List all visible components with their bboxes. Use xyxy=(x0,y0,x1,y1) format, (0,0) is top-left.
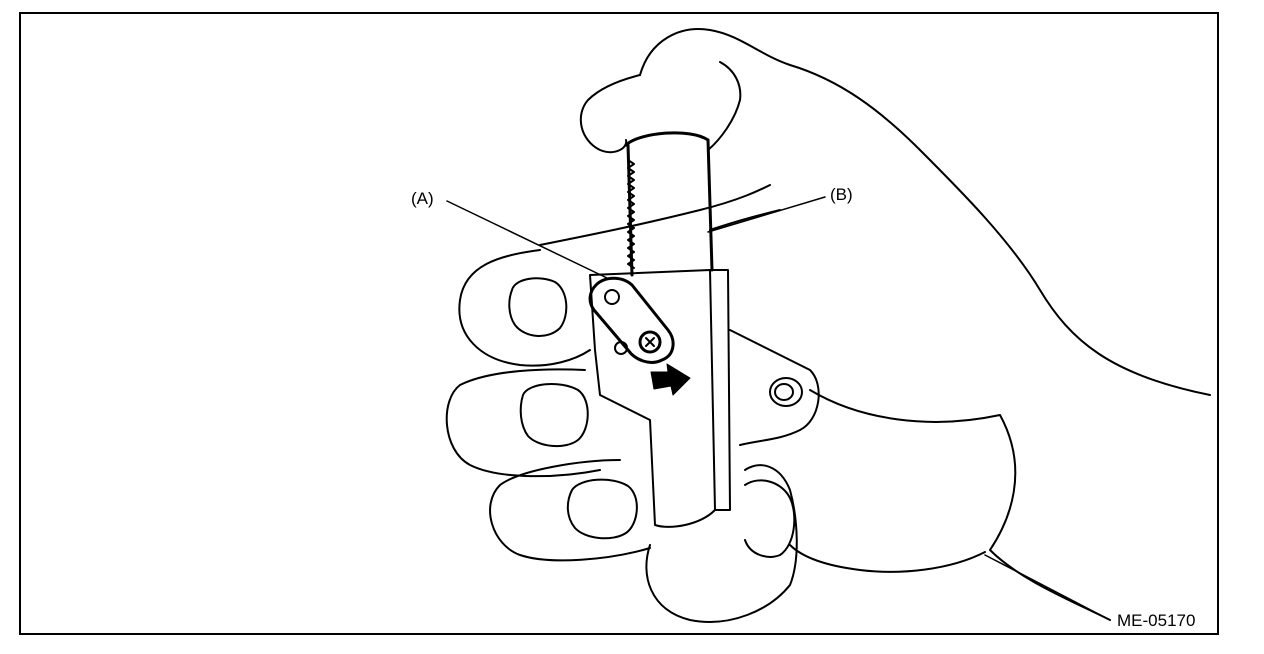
mount-hole-inner xyxy=(774,383,794,401)
finger-1-nail xyxy=(508,277,568,337)
palm-crease xyxy=(539,184,771,246)
lower-hole xyxy=(614,341,628,355)
stopper-plate xyxy=(588,276,675,364)
finger-4 xyxy=(645,464,798,623)
tensioner-body-side xyxy=(709,269,731,511)
hand-outline xyxy=(639,28,1211,396)
stopper-pin xyxy=(638,330,662,354)
tensioner-rod xyxy=(626,138,714,277)
diagram-frame xyxy=(19,12,1219,635)
thumb-knuckle xyxy=(707,61,742,151)
finger-2-nail xyxy=(519,383,589,448)
rod-thread xyxy=(627,159,635,269)
hand-lower-outline xyxy=(809,389,1111,621)
thumb-outline xyxy=(579,74,641,154)
leader-line-a xyxy=(446,200,608,279)
finger-4-nail xyxy=(744,479,796,558)
callout-a-label: (A) xyxy=(411,189,434,208)
mount-hole xyxy=(769,377,803,407)
tensioner-rod-top xyxy=(624,131,710,147)
finger-2 xyxy=(445,368,601,478)
callout-b-label: (B) xyxy=(830,185,853,204)
direction-arrow xyxy=(650,363,691,396)
wrist-line xyxy=(789,544,986,573)
finger-3 xyxy=(489,459,651,562)
tensioner-body xyxy=(589,269,716,528)
finger-1 xyxy=(458,249,591,367)
tensioner-mount xyxy=(729,329,820,446)
leader-line-b xyxy=(707,196,826,233)
figure-id-label: ME-05170 xyxy=(1117,611,1196,630)
finger-3-nail xyxy=(566,478,638,540)
pin-slot xyxy=(645,337,655,347)
stopper-hole xyxy=(604,289,620,305)
leader-line-id xyxy=(984,554,1111,621)
